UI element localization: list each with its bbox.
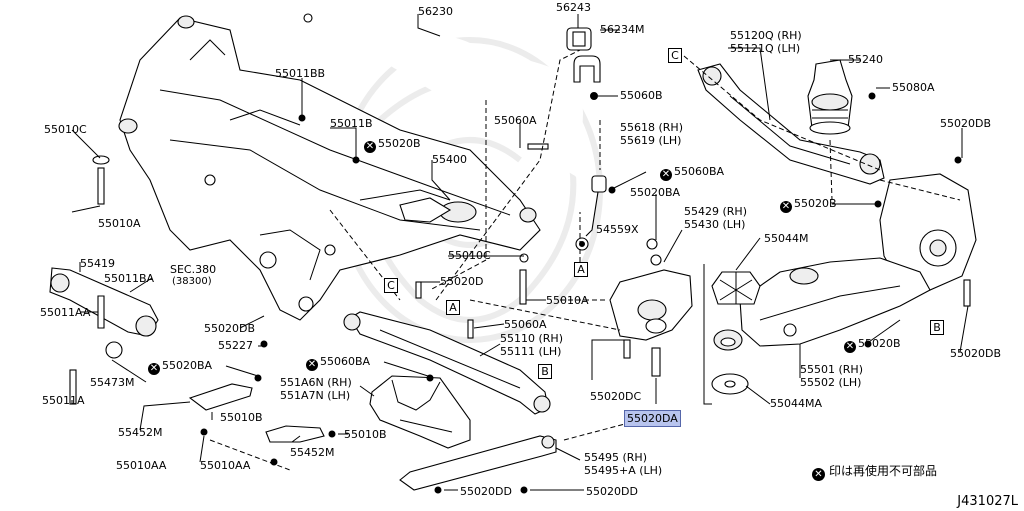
label-56230: 56230 bbox=[418, 5, 453, 18]
stabilizer-link bbox=[575, 175, 607, 251]
label-55020DB-left: 55020DB bbox=[204, 322, 256, 335]
marker-b-arm: B bbox=[930, 320, 944, 335]
label-55240: 55240 bbox=[848, 53, 883, 66]
label-55060A-top: 55060A bbox=[494, 114, 537, 127]
label-551A7N: 551A7N (LH) bbox=[280, 389, 351, 402]
label-55080A: 55080A bbox=[892, 81, 935, 94]
label-55060A-mid: 55060A bbox=[504, 318, 547, 331]
label-55501: 55501 (RH) bbox=[800, 363, 863, 376]
label-55010AA-a: 55010AA bbox=[116, 459, 167, 472]
label-55020B-lowright: ✕55020B bbox=[844, 337, 901, 353]
reuse-mark: ✕ bbox=[306, 359, 318, 371]
bracket-55400 bbox=[399, 197, 452, 223]
label-55011A: 55011A bbox=[42, 394, 85, 407]
marker-a-bottom: A bbox=[446, 300, 460, 315]
label-55060BA-mid: ✕55060BA bbox=[306, 355, 371, 371]
label-56234M: 56234M bbox=[600, 23, 645, 36]
spacer-55452M bbox=[188, 383, 325, 443]
diagram-code: J431027L bbox=[957, 494, 1018, 509]
reuse-mark: ✕ bbox=[660, 169, 672, 181]
label-56243: 56243 bbox=[556, 1, 591, 14]
suspension-member bbox=[118, 15, 541, 321]
marker-c-right: C bbox=[668, 48, 682, 63]
label-55110: 55110 (RH) bbox=[500, 332, 563, 345]
leader-lines bbox=[71, 14, 969, 491]
label-sec380: SEC.380 bbox=[170, 263, 217, 276]
reuse-mark: ✕ bbox=[780, 201, 792, 213]
upper-link-55110 bbox=[343, 311, 551, 415]
front-link-55419 bbox=[49, 267, 159, 359]
label-55495: 55495 (RH) bbox=[584, 451, 647, 464]
assembly-lines bbox=[209, 49, 961, 471]
label-55400: 55400 bbox=[432, 153, 467, 166]
lower-link-55495 bbox=[399, 435, 557, 491]
label-55619: 55619 (LH) bbox=[620, 134, 682, 147]
marker-a-top: A bbox=[574, 262, 588, 277]
stabilizer-bushing bbox=[566, 27, 601, 100]
label-55495A: 55495+A (LH) bbox=[584, 464, 663, 477]
label-55011B: 55011B bbox=[330, 117, 373, 130]
label-55020BA-top: 55020BA bbox=[630, 186, 681, 199]
label-55502: 55502 (LH) bbox=[800, 376, 862, 389]
reuse-mark-icon: ✕ bbox=[812, 468, 825, 481]
label-38300: (38300) bbox=[172, 276, 212, 287]
bracket-551A6N bbox=[369, 375, 471, 449]
label-55121Q: 55121Q (LH) bbox=[730, 42, 801, 55]
upper-arm-55120Q bbox=[697, 63, 885, 185]
label-55060BA-top: ✕55060BA bbox=[660, 165, 725, 181]
label-55020B-right: ✕55020B bbox=[780, 197, 837, 213]
label-55020DB-lowright: 55020DB bbox=[950, 347, 1002, 360]
label-55011AA: 55011AA bbox=[40, 306, 91, 319]
label-55020DB-top: 55020DB bbox=[940, 117, 992, 130]
label-55120Q: 55120Q (RH) bbox=[730, 29, 802, 42]
label-55452M-mid: 55452M bbox=[290, 446, 335, 459]
reuse-mark: ✕ bbox=[148, 363, 160, 375]
label-55111: 55111 (LH) bbox=[500, 345, 562, 358]
label-55010B-mid: 55010B bbox=[344, 428, 387, 441]
knuckle bbox=[879, 173, 977, 291]
fasteners bbox=[69, 92, 971, 494]
label-55419: 55419 bbox=[80, 257, 115, 270]
label-551A6N: 551A6N (RH) bbox=[280, 376, 352, 389]
stabilizer-bar bbox=[303, 13, 593, 188]
lower-arm-55501 bbox=[739, 257, 931, 347]
label-55473M: 55473M bbox=[90, 376, 135, 389]
label-55010AA-b: 55010AA bbox=[200, 459, 251, 472]
label-55020B-top: ✕55020B bbox=[364, 137, 421, 153]
label-55020DA-highlighted: 55020DA bbox=[624, 410, 681, 427]
label-55020DD-a: 55020DD bbox=[460, 485, 512, 498]
label-55227: 55227 bbox=[218, 339, 253, 352]
label-55010C-top: 55010C bbox=[44, 123, 87, 136]
label-55020DD-b: 55020DD bbox=[586, 485, 638, 498]
marker-c-left: C bbox=[384, 278, 398, 293]
label-55011BB: 55011BB bbox=[275, 67, 326, 80]
label-55020BA-left: ✕55020BA bbox=[148, 359, 213, 375]
marker-b-link: B bbox=[538, 364, 552, 379]
label-55011BA: 55011BA bbox=[104, 272, 155, 285]
label-55044M: 55044M bbox=[764, 232, 809, 245]
label-55060B: 55060B bbox=[620, 89, 663, 102]
bump-stopper-55240 bbox=[807, 59, 853, 135]
label-55010A-mid: 55010A bbox=[546, 294, 589, 307]
label-55044MA: 55044MA bbox=[770, 397, 823, 410]
label-55010B-left: 55010B bbox=[220, 411, 263, 424]
label-55452M-left: 55452M bbox=[118, 426, 163, 439]
label-55020D: 55020D bbox=[440, 275, 484, 288]
label-54559X: 54559X bbox=[596, 223, 639, 236]
bracket-55429 bbox=[609, 254, 693, 377]
label-55010A-left: 55010A bbox=[98, 217, 141, 230]
label-55618: 55618 (RH) bbox=[620, 121, 683, 134]
label-55020DC: 55020DC bbox=[590, 390, 642, 403]
reuse-mark: ✕ bbox=[364, 141, 376, 153]
label-55429: 55429 (RH) bbox=[684, 205, 747, 218]
reuse-legend: ✕ 印は再使用不可部品 bbox=[812, 464, 937, 481]
spring-seat-55044M bbox=[711, 271, 761, 395]
label-55430: 55430 (LH) bbox=[684, 218, 746, 231]
reuse-mark: ✕ bbox=[844, 341, 856, 353]
label-55010C-mid: 55010C bbox=[448, 249, 491, 262]
reuse-legend-text: 印は再使用不可部品 bbox=[829, 464, 938, 478]
